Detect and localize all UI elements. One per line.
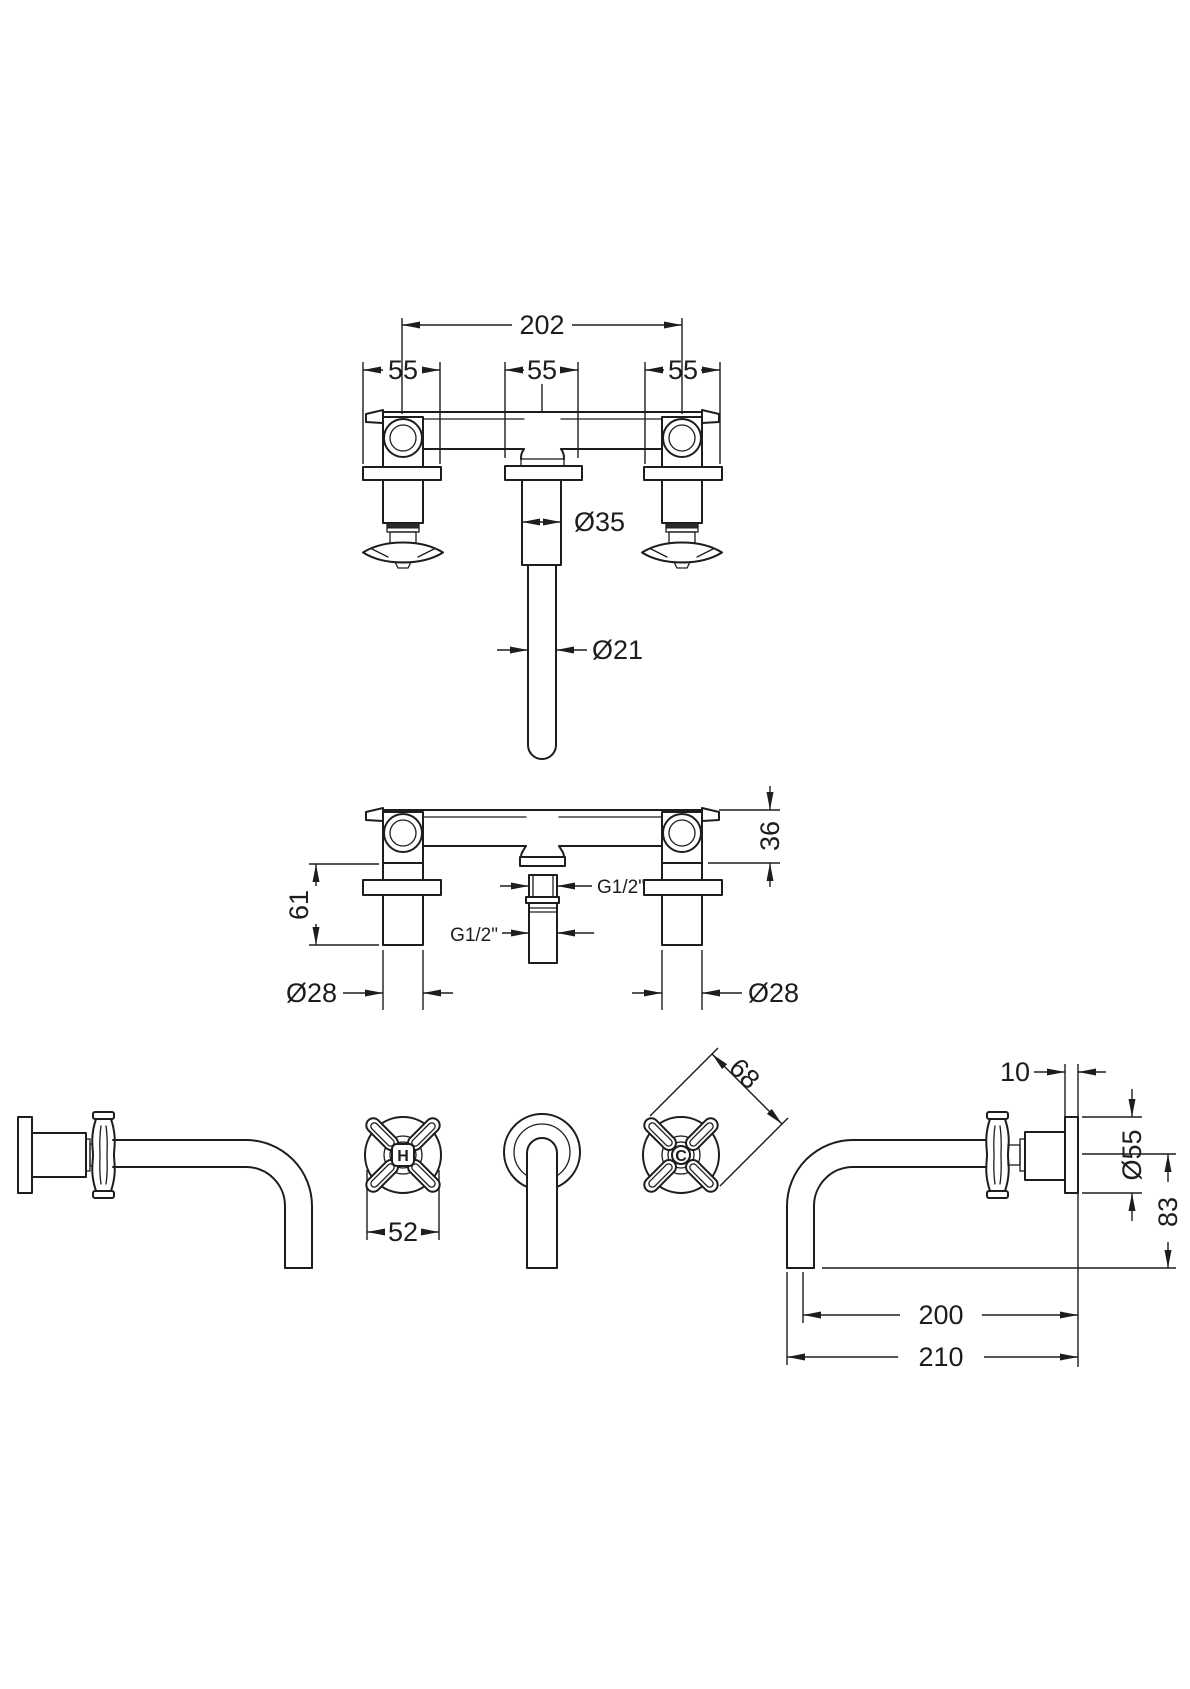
dim-thread-lower: G1/2" [450, 925, 594, 946]
dim-label-202: 202 [519, 310, 564, 340]
cross-arms-hot [365, 1117, 441, 1193]
plan-left-valve [362, 416, 444, 569]
dim-label-36: 36 [755, 821, 785, 851]
dim-label-g12-upper: G1/2" [597, 877, 645, 898]
dim-label-10: 10 [1000, 1057, 1030, 1087]
plan-spout [504, 448, 583, 760]
side-handle-right [985, 1111, 1010, 1199]
spout-front [503, 1113, 581, 1269]
side-handle-left [91, 1111, 116, 1199]
view-plan: 202 55 55 55 [362, 310, 723, 760]
dim-label-dia21: Ø21 [592, 635, 643, 665]
dim-spout-reach: 200 [802, 1272, 1078, 1330]
dim-overall-width: 202 [401, 310, 683, 414]
dim-label-83: 83 [1153, 1197, 1183, 1227]
dim-label-g12-lower: G1/2" [450, 925, 498, 946]
dim-body-height: 36 [708, 786, 785, 887]
cold-indicator-label: C [675, 1148, 687, 1165]
dim-label-210: 210 [918, 1342, 963, 1372]
dim-stem-height: 61 [284, 863, 379, 946]
dim-label-68: 68 [723, 1052, 765, 1094]
dim-label-55-center: 55 [527, 355, 557, 385]
wall-plate-right [1064, 1116, 1079, 1194]
dim-label-dia55: Ø55 [1117, 1129, 1147, 1180]
elevation-right-valve [643, 811, 723, 946]
hot-handle-front: H 52 [364, 1116, 442, 1247]
side-spout-left [112, 1139, 313, 1269]
dim-right-valve-width: 55 [644, 355, 721, 464]
dim-spout-tube-dia: Ø21 [497, 635, 643, 665]
dim-label-dia28-left: Ø28 [286, 978, 337, 1008]
dim-label-52: 52 [388, 1217, 418, 1247]
cold-handle-front: C 68 [642, 1047, 789, 1194]
dim-spout-base-dia: Ø35 [522, 507, 625, 537]
plan-right-handle-edge [641, 541, 723, 564]
dim-plate-thickness: 10 [1000, 1057, 1106, 1117]
dim-label-61: 61 [284, 890, 314, 920]
dim-label-55-right: 55 [668, 355, 698, 385]
dim-label-dia28-right: Ø28 [748, 978, 799, 1008]
dim-label-55-left: 55 [388, 355, 418, 385]
dim-label-dia35: Ø35 [574, 507, 625, 537]
elevation-spout-connection [519, 845, 566, 964]
dim-plate-dia: Ø55 [1082, 1089, 1147, 1221]
dim-thread-upper: G1/2" [500, 877, 645, 898]
side-spout-right [786, 1139, 988, 1269]
view-elevation: 36 61 G1/2" G1/2" Ø28 [284, 786, 799, 1010]
view-side-left [17, 1111, 313, 1269]
plan-left-handle-edge [362, 541, 444, 564]
dim-spout-drop: 83 [1153, 1154, 1183, 1268]
plan-right-valve [641, 416, 723, 569]
view-side-right: 10 Ø55 83 200 210 [786, 1057, 1183, 1372]
dim-handle-width: 52 [367, 1217, 439, 1247]
elevation-mounting-rail [365, 807, 720, 847]
elevation-left-valve [362, 811, 442, 946]
dim-right-stem-dia: Ø28 [632, 950, 799, 1010]
dim-spout-reach-overall: 210 [786, 1272, 1078, 1372]
dim-left-stem-dia: Ø28 [286, 950, 453, 1010]
plan-mounting-rail [365, 409, 720, 450]
hot-indicator-label: H [397, 1148, 409, 1165]
dim-spout-base-width: 55 [504, 355, 579, 458]
wall-plate-left [17, 1116, 33, 1194]
dim-label-200: 200 [918, 1300, 963, 1330]
